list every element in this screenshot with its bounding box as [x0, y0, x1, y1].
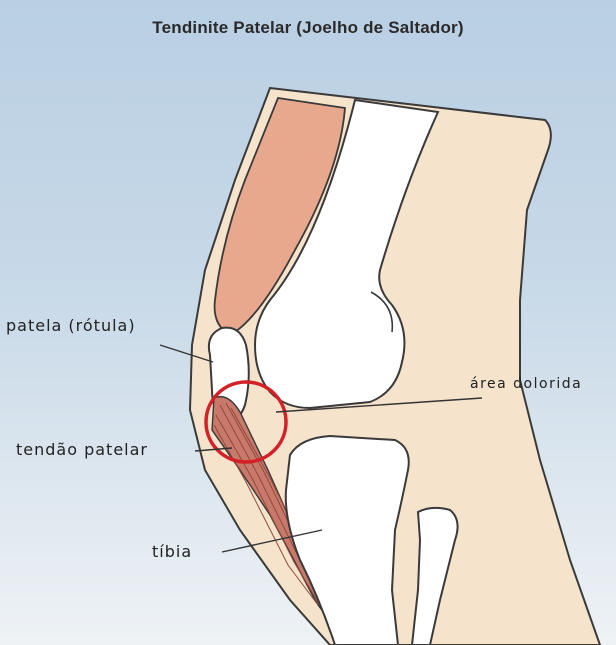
- label-patellar-tendon: tendão patelar: [16, 440, 148, 459]
- label-patella: patela (rótula): [6, 316, 136, 335]
- label-painful-area: área dolorida: [470, 376, 582, 392]
- label-tibia: tíbia: [152, 542, 192, 561]
